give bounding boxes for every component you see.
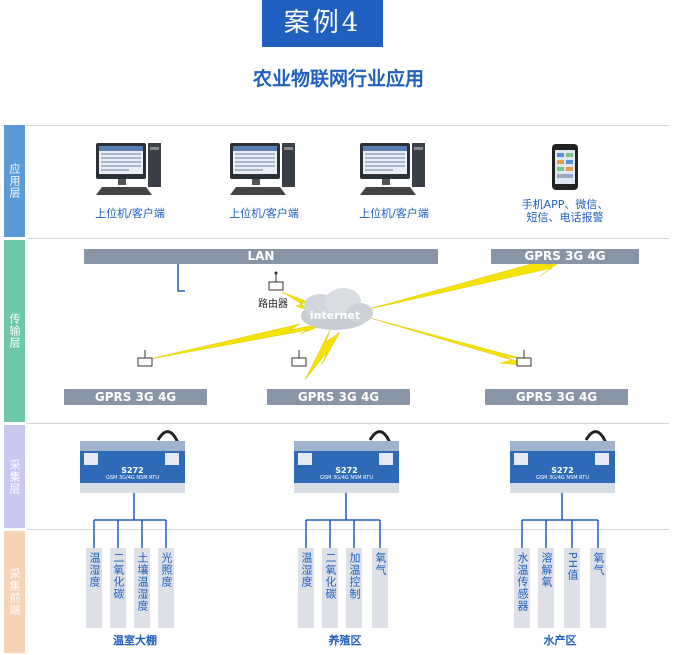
- sensor-connector-tree: [93, 493, 599, 548]
- gprs-bar: GPRS 3G 4G: [267, 389, 410, 405]
- computer-icon: [360, 143, 425, 195]
- antenna-icon: [516, 350, 532, 367]
- computer-label: 上位机/客户端: [95, 207, 165, 220]
- computer-label: 上位机/客户端: [229, 207, 299, 220]
- sensor-box: 氧气: [590, 548, 606, 628]
- layer-divider: [27, 125, 669, 126]
- layer-tab-transport: 传输层: [4, 240, 25, 422]
- sensor-box: 二氧化碳: [110, 548, 126, 628]
- device-model: S272: [335, 466, 358, 475]
- computer-icon: [96, 143, 161, 195]
- mobile-label-line1: 手机APP、微信、: [521, 198, 609, 211]
- sensor-box: 氧气: [372, 548, 388, 628]
- sensor-box: 温湿度: [298, 548, 314, 628]
- sensor-box: 水温传感器: [514, 548, 530, 628]
- layer-tab-collection: 采集层: [4, 425, 25, 528]
- rtu-device-icon: [80, 430, 185, 493]
- gprs-bar: GPRS 3G 4G: [491, 249, 639, 264]
- group-label: 温室大棚: [113, 634, 157, 647]
- sensor-box: 二氧化碳: [322, 548, 338, 628]
- sensor-box: 光照度: [158, 548, 174, 628]
- layer-tab-application: 应用层: [4, 125, 25, 237]
- layer-divider: [27, 423, 669, 424]
- device-model: S272: [121, 466, 144, 475]
- sensor-box: PH值: [564, 548, 580, 628]
- gprs-bar: GPRS 3G 4G: [485, 389, 628, 405]
- antenna-icon: [137, 350, 153, 367]
- rtu-device-icon: [510, 430, 615, 493]
- device-subtitle: GSM 3G/4G NSM RTU: [106, 475, 159, 481]
- sensor-box: 加温控制: [346, 548, 362, 628]
- device-subtitle: GSM 3G/4G NSM RTU: [536, 475, 589, 481]
- layer-divider: [27, 529, 669, 530]
- computer-label: 上位机/客户端: [359, 207, 429, 220]
- smartphone-icon: [552, 144, 578, 190]
- lan-bar: LAN: [84, 249, 438, 264]
- sensor-box: 温湿度: [86, 548, 102, 628]
- rtu-device-icon: [294, 430, 399, 493]
- router-icon: [268, 271, 284, 291]
- sensor-box: 溶解氧: [538, 548, 554, 628]
- internet-cloud: [301, 288, 373, 330]
- layer-divider: [27, 238, 669, 239]
- page-title: 农业物联网行业应用: [252, 68, 424, 90]
- router-label: 路由器: [258, 299, 288, 310]
- device-model: S272: [551, 466, 574, 475]
- antenna-icon: [291, 350, 307, 367]
- internet-label: internet: [309, 309, 361, 322]
- sensor-box: 土壤温湿度: [134, 548, 150, 628]
- mobile-label-line2: 短信、电话报警: [526, 211, 604, 224]
- group-label: 水产区: [543, 634, 577, 647]
- gprs-bar: GPRS 3G 4G: [64, 389, 207, 405]
- lan-connector-line: [177, 264, 185, 292]
- device-subtitle: GSM 3G/4G NSM RTU: [320, 475, 373, 481]
- computer-icon: [230, 143, 295, 195]
- layer-tab-front-end: 采集前端: [4, 531, 25, 653]
- group-label: 养殖区: [328, 634, 362, 647]
- case-badge: 案例4: [262, 0, 383, 47]
